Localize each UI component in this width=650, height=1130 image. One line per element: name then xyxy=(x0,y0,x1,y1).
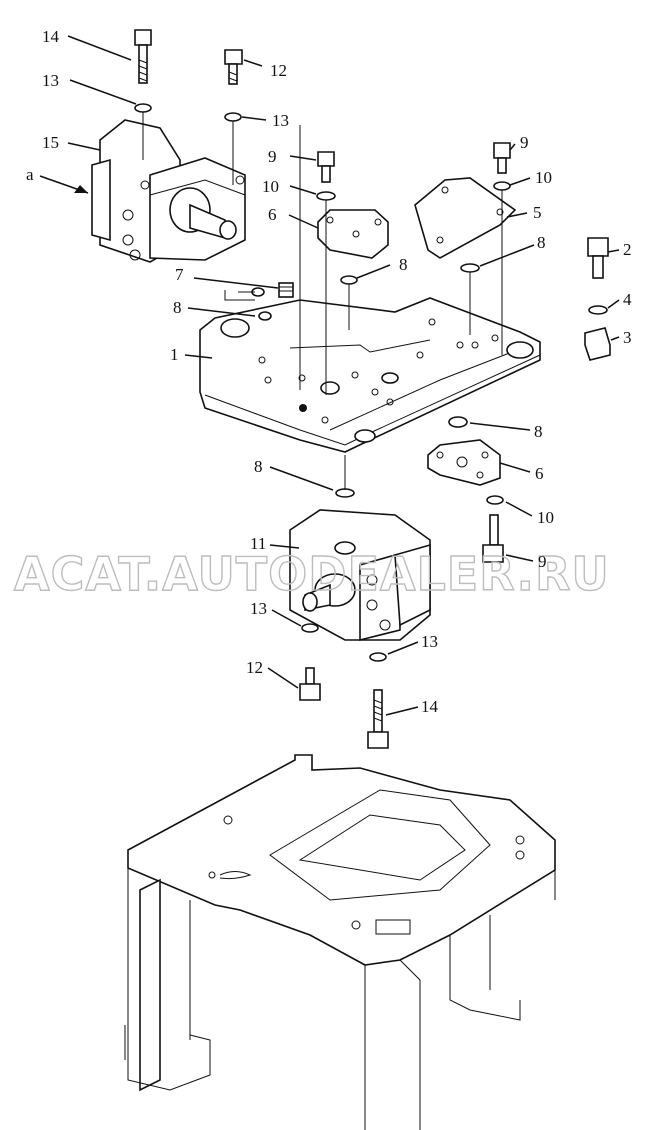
callout-a: a xyxy=(26,165,34,184)
callout-6: 6 xyxy=(268,205,277,224)
callout-6: 6 xyxy=(535,464,544,483)
leader-lines xyxy=(39,35,620,716)
flange-lower xyxy=(427,439,501,486)
frame-structure xyxy=(124,754,556,1130)
callout-13: 13 xyxy=(42,71,59,90)
callout-3: 3 xyxy=(623,328,632,347)
callout-12: 12 xyxy=(246,658,263,677)
callout-10: 10 xyxy=(262,177,279,196)
callout-8: 8 xyxy=(173,298,182,317)
callout-11: 11 xyxy=(250,534,266,553)
callout-5: 5 xyxy=(533,203,542,222)
callout-13: 13 xyxy=(421,632,438,651)
plug-7 xyxy=(251,282,294,321)
callout-13: 13 xyxy=(250,599,267,618)
callout-8: 8 xyxy=(534,422,543,441)
callout-15: 15 xyxy=(42,133,59,152)
callout-14: 14 xyxy=(42,27,60,46)
bolt-12-top xyxy=(224,49,243,122)
callout-9: 9 xyxy=(520,133,529,152)
upper-valve-assembly xyxy=(91,119,246,263)
callout-9: 9 xyxy=(268,147,277,166)
callout-7: 7 xyxy=(175,265,184,284)
watermark: ACAT.AUTODEALER.RU xyxy=(14,547,610,601)
callout-8: 8 xyxy=(399,255,408,274)
bolt-12-bottom xyxy=(299,623,321,701)
bolt-14-bottom xyxy=(367,652,389,749)
bolt-9-top-mid xyxy=(316,151,336,201)
callout-labels: 14 12 13 13 15 a 9 9 10 10 6 5 8 8 2 7 4… xyxy=(26,27,632,716)
mounting-plate xyxy=(199,297,541,453)
lower-valve-assembly xyxy=(289,509,431,642)
flange-upper xyxy=(317,209,389,259)
bolt-2 xyxy=(584,237,611,361)
callout-10: 10 xyxy=(537,508,554,527)
callout-1: 1 xyxy=(170,345,179,364)
callout-4: 4 xyxy=(623,290,632,309)
callout-12: 12 xyxy=(270,61,287,80)
callout-2: 2 xyxy=(623,240,632,259)
bolt-9-bottom xyxy=(482,495,504,563)
bolt-9-top-right xyxy=(493,142,511,191)
callout-13: 13 xyxy=(272,111,289,130)
callout-10: 10 xyxy=(535,168,552,187)
callout-8: 8 xyxy=(254,457,263,476)
callout-14: 14 xyxy=(421,697,439,716)
center-lines xyxy=(142,112,503,490)
bolt-14-top xyxy=(134,29,152,113)
callout-9: 9 xyxy=(538,552,547,571)
callout-8: 8 xyxy=(537,233,546,252)
